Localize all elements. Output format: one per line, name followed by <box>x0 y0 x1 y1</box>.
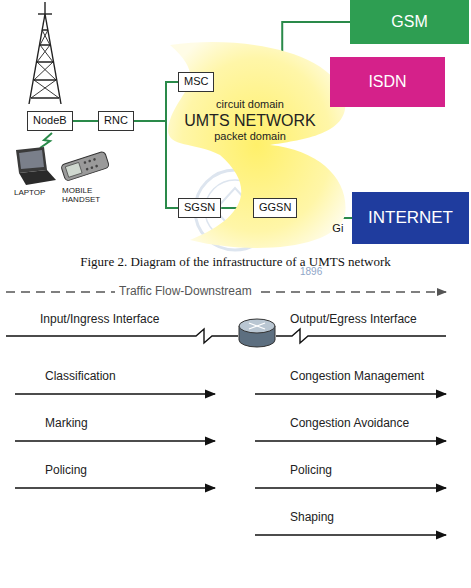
network-link <box>134 82 178 121</box>
region-label: UMTS NETWORK <box>184 111 316 130</box>
process-box: NodeB <box>27 111 73 131</box>
interface-label: Input/Ingress Interface <box>40 313 159 327</box>
radio-link <box>40 133 52 148</box>
function-label: Congestion Management <box>290 370 424 384</box>
function-label: Policing <box>290 464 332 478</box>
function-label: Classification <box>45 370 116 384</box>
network-box: ISDN <box>330 57 445 107</box>
node-label: GSM <box>391 12 427 31</box>
interface-name: Gi <box>332 222 343 234</box>
node-label: GGSN <box>259 201 291 214</box>
function-label: Shaping <box>290 511 334 525</box>
function-arrows <box>15 394 446 535</box>
figure-caption: Figure 2. Diagram of the infrastructure … <box>0 254 471 270</box>
function-label: Congestion Avoidance <box>290 417 409 431</box>
function-label: Marking <box>45 417 88 431</box>
process-box: SGSN <box>178 198 221 218</box>
interface-label: Output/Egress Interface <box>290 313 417 327</box>
node-label: RNC <box>104 114 128 127</box>
mobile-handset-picture <box>61 151 110 181</box>
process-box: GGSN <box>253 198 297 218</box>
function-label: Policing <box>45 464 87 478</box>
device-label: MOBILE HANDSET <box>62 186 112 204</box>
network-link <box>73 120 98 122</box>
region-label: circuit domain <box>216 98 284 111</box>
radio-tower <box>29 2 61 104</box>
region-label: packet domain <box>214 130 286 143</box>
network-box: GSM <box>350 0 469 44</box>
router-icon <box>239 319 275 347</box>
node-label: MSC <box>184 75 208 88</box>
device-label: LAPTOP <box>14 188 45 197</box>
node-label: INTERNET <box>368 208 453 228</box>
interface-line <box>6 329 446 343</box>
process-box: RNC <box>98 111 134 131</box>
process-box: MSC <box>178 72 214 92</box>
node-label: NodeB <box>33 114 67 127</box>
node-label: ISDN <box>368 72 406 91</box>
flow-label: Traffic Flow-Downstream <box>115 285 256 299</box>
laptop-picture <box>16 147 56 185</box>
network-box: INTERNET <box>352 192 469 244</box>
node-label: SGSN <box>184 201 215 214</box>
